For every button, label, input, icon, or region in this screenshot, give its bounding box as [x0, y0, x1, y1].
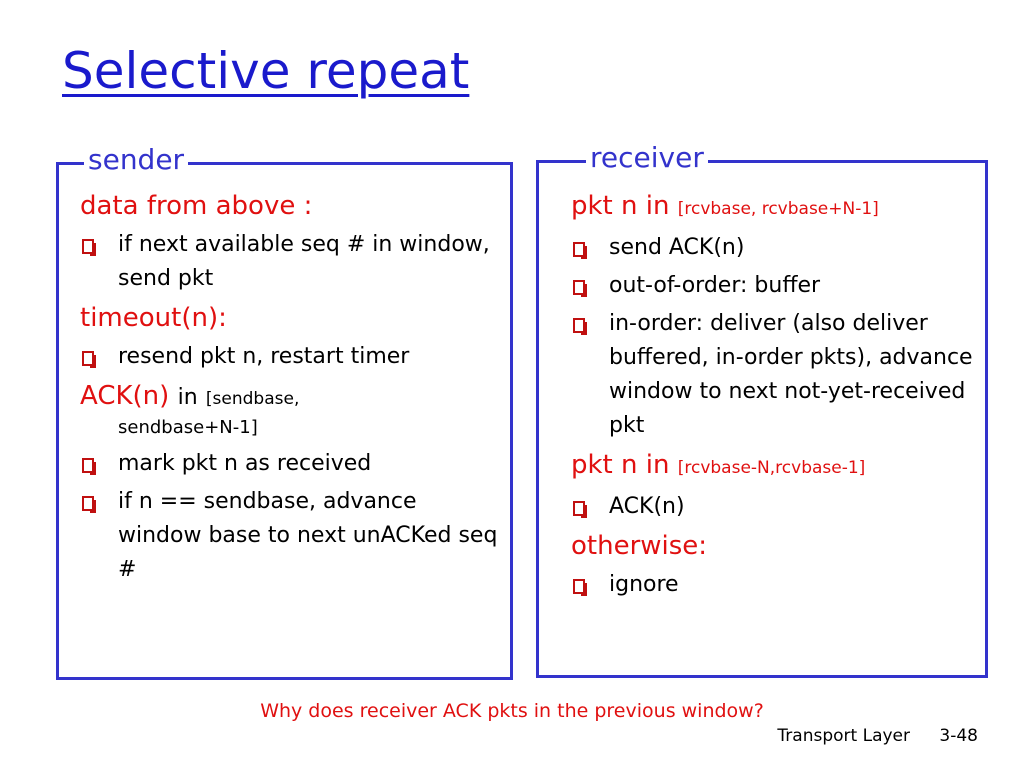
slide-footer: Transport Layer 3-48: [777, 726, 978, 746]
sender-item: if next available seq # in window, send …: [80, 228, 500, 296]
ack-heading-in: in: [177, 385, 198, 410]
bullet-icon: [573, 501, 587, 518]
sender-item: mark pkt n as received: [80, 447, 500, 481]
bullet-icon: [573, 242, 587, 259]
receiver-column: pkt n in [rcvbase, rcvbase+N-1] send ACK…: [571, 188, 981, 606]
receiver-item: ignore: [571, 568, 981, 602]
sender-heading-ack: ACK(n) in [sendbase,: [80, 378, 500, 417]
bullet-icon: [82, 351, 96, 368]
sender-item: resend pkt n, restart timer: [80, 340, 500, 374]
page-number: 3-48: [939, 726, 978, 746]
ack-heading-range: [sendbase,: [205, 389, 300, 409]
receiver-legend: receiver: [586, 142, 708, 174]
receiver-item-text: send ACK(n): [609, 235, 745, 260]
sender-legend: sender: [84, 144, 189, 176]
receiver-heading-prev-window: pkt n in [rcvbase-N,rcvbase-1]: [571, 447, 981, 486]
bullet-icon: [82, 496, 96, 513]
receiver-heading-text: pkt n in: [571, 191, 670, 221]
receiver-item-text: in-order: deliver (also deliver buffered…: [609, 311, 973, 438]
ack-heading-continuation: sendbase+N-1]: [118, 417, 258, 438]
bullet-icon: [82, 239, 96, 256]
receiver-item-text: out-of-order: buffer: [609, 273, 821, 298]
bullet-icon: [573, 318, 587, 335]
receiver-item-text: ignore: [609, 572, 679, 597]
sender-box: [56, 162, 513, 680]
bullet-icon: [573, 280, 587, 297]
receiver-heading-text: pkt n in: [571, 450, 670, 480]
receiver-item-text: ACK(n): [609, 494, 685, 519]
slide-title: Selective repeat: [62, 42, 470, 100]
receiver-item: in-order: deliver (also deliver buffered…: [571, 307, 981, 443]
receiver-heading-range: [rcvbase, rcvbase+N-1]: [677, 199, 879, 219]
sender-item-text: if n == sendbase, advance window base to…: [118, 489, 498, 582]
receiver-heading-range: [rcvbase-N,rcvbase-1]: [677, 458, 866, 478]
receiver-heading-otherwise: otherwise:: [571, 531, 708, 561]
sender-item-text: if next available seq # in window, send …: [118, 232, 490, 291]
ack-heading-text: ACK(n): [80, 381, 170, 411]
sender-column: data from above : if next available seq …: [80, 188, 500, 591]
receiver-item: send ACK(n): [571, 231, 981, 265]
sender-item: if n == sendbase, advance window base to…: [80, 485, 500, 587]
footer-label: Transport Layer: [777, 726, 910, 746]
receiver-item: out-of-order: buffer: [571, 269, 981, 303]
bullet-icon: [82, 458, 96, 475]
sender-heading-data: data from above :: [80, 191, 313, 221]
sender-item-text: mark pkt n as received: [118, 451, 372, 476]
question-text: Why does receiver ACK pkts in the previo…: [260, 700, 764, 722]
bullet-icon: [573, 579, 587, 596]
receiver-heading-in-window: pkt n in [rcvbase, rcvbase+N-1]: [571, 188, 981, 227]
sender-item-text: resend pkt n, restart timer: [118, 344, 410, 369]
receiver-box: [536, 160, 988, 678]
sender-heading-timeout: timeout(n):: [80, 303, 227, 333]
receiver-item: ACK(n): [571, 490, 981, 524]
